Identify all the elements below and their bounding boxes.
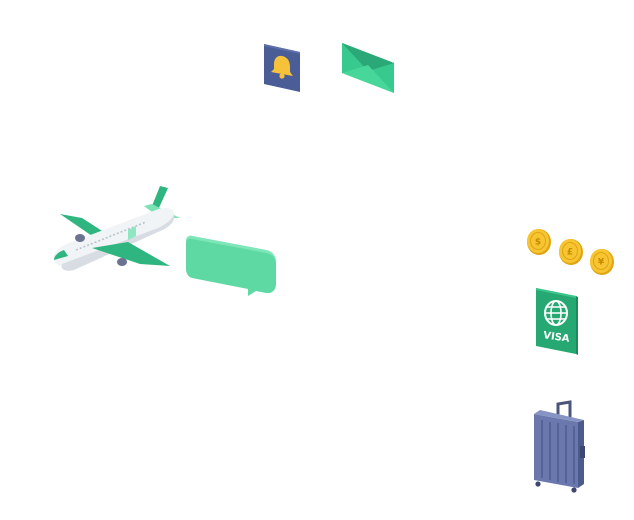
airplane-icon [48,184,188,280]
pound-coin-icon: £ [559,239,583,265]
envelope-icon [340,43,396,95]
speech-bubble-icon [184,234,280,296]
yen-coin-icon: ¥ [590,249,614,275]
pound-symbol: £ [567,248,573,258]
bell-icon [262,44,302,94]
dollar-symbol: $ [535,238,541,248]
currency-coins: $ £ ¥ [524,228,618,278]
suitcase-icon [528,400,592,493]
globe-icon [544,300,568,326]
dollar-coin-icon: $ [527,229,551,255]
passport-icon: VISA [532,288,580,356]
yen-symbol: ¥ [598,258,605,268]
visa-label: VISA [543,330,571,345]
